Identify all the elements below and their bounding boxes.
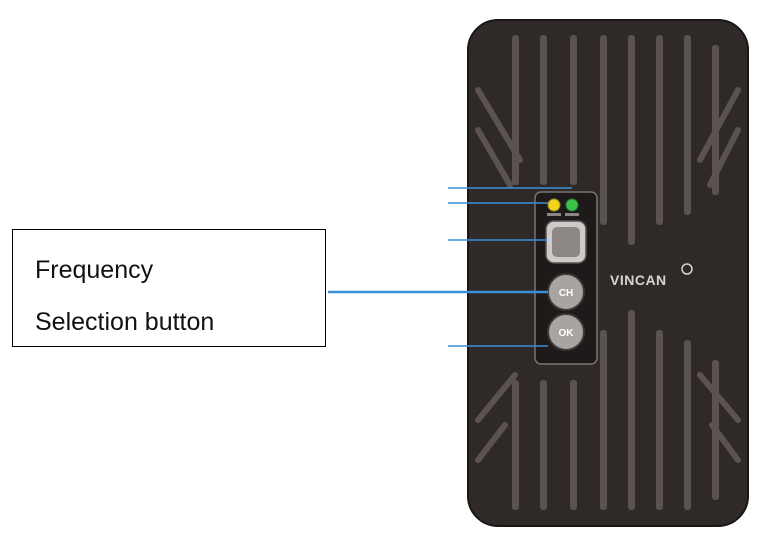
callout-lines — [328, 187, 572, 347]
callout-text-selection-button: Selection button — [35, 308, 215, 336]
led-green — [565, 198, 579, 212]
ch-button-label: CH — [559, 288, 573, 299]
led-yellow — [547, 198, 561, 212]
brand-logo: VINCAN — [610, 272, 667, 288]
callout-text-frequency: Frequency — [35, 256, 154, 284]
ok-button-label: OK — [559, 328, 575, 339]
callout-box: Frequency Selection button — [12, 229, 326, 347]
device-grooves — [512, 35, 719, 510]
brand-logo-mark — [681, 263, 693, 275]
device-diagonal-accents — [475, 87, 741, 463]
device-body — [467, 19, 749, 527]
ok-button[interactable] — [547, 313, 585, 351]
